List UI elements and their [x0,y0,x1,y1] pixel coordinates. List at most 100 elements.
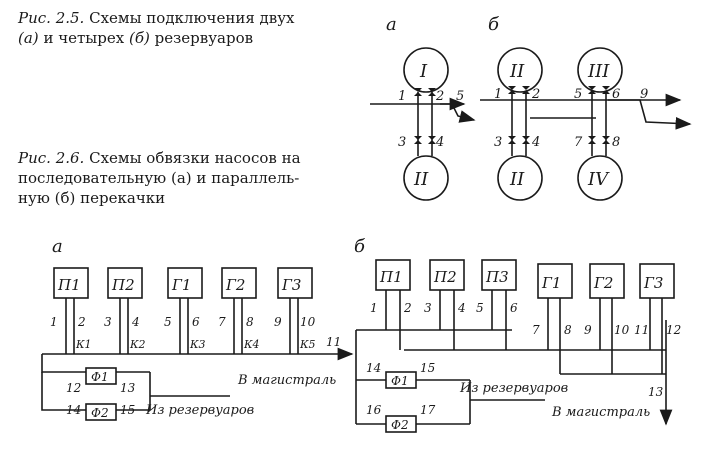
filter-label: Ф1 [391,374,409,388]
check-valve-label: К3 [189,338,206,351]
filter-box [385,415,417,433]
tank-circle [497,155,543,201]
pump-label: П3 [485,268,509,286]
filter-box [85,367,117,385]
valve-number: 16 [366,403,382,417]
pump-box [375,259,411,291]
tank-label: II [413,169,429,190]
valve-number: 5 [164,315,172,329]
fig25-b: б II III II IV 1 2 5 6 9 3 4 7 8 [480,14,692,201]
filter-label: Ф1 [91,370,109,384]
label-a: а [386,14,397,35]
check-valve-label: К1 [75,338,92,351]
caption-part: резервуаров [154,29,254,47]
valve-number: 14 [366,361,381,375]
valve-number: 6 [612,87,620,102]
pump-label: П1 [57,276,81,294]
valve-icon [508,86,610,144]
tank-label: II [509,169,525,190]
valve-number: 11 [326,335,341,349]
branch-line [608,99,692,130]
valve-number: 12 [66,381,81,395]
tank-circle [577,155,623,201]
valve-number: 1 [398,89,406,104]
valve-number: 12 [666,323,681,337]
caption-part: (а) [18,29,39,47]
tank-label: I [419,61,428,82]
pump-box [277,267,313,299]
filter-box [85,403,117,421]
valve-number: 4 [435,135,444,150]
valve-number: 2 [77,315,86,329]
valve-number: 1 [494,87,502,102]
valve-number: 4 [131,315,140,329]
fig26-a: а П1 П2 Г1 Г2 Г3 Ф1 Ф2 1 2 3 4 5 [41,236,354,421]
pump-label: Г2 [593,274,613,292]
valve-number: 3 [398,135,406,150]
valve-number: 1 [50,315,58,329]
valve-number: 5 [574,87,582,102]
caption-text: Схемы обвязки насосов на [89,149,301,167]
pump-box [429,259,465,291]
pump-box [221,267,257,299]
tank-label: IV [587,169,610,190]
tank-label: III [587,61,610,82]
caption-text: Схемы подключения двух [89,9,295,27]
valve-number: 5 [476,301,484,315]
valve-number: 2 [403,301,412,315]
pump-label: Г3 [643,274,663,292]
caption-text: последовательную (а) и параллель- [18,169,300,187]
pump-label: П2 [433,268,457,286]
from-tanks-label: Из резервуаров [459,381,568,396]
label-b: б [354,236,366,257]
valve-number: 4 [531,135,540,150]
filter-label: Ф2 [391,418,409,432]
valve-number: 6 [192,315,200,329]
pump-box [107,267,143,299]
pump-box [53,267,89,299]
pump-label: Г2 [225,276,245,294]
valve-number: 1 [370,301,378,315]
valve-number: 3 [424,301,432,315]
valve-number: 7 [218,315,226,329]
branch-line [440,103,476,123]
caption-label: Рис. 2.6. [18,149,85,167]
valve-number: 17 [420,403,436,417]
to-main-label: В магистраль [237,373,336,388]
tank-circle [497,47,543,93]
valve-number: 5 [456,89,464,104]
caption-label: Рис. 2.5. [18,9,85,27]
pump-label: Г3 [281,276,301,294]
valve-number: 4 [457,301,466,315]
tank-circle [403,155,449,201]
pump-label: Г1 [541,274,561,292]
valve-number: 9 [274,315,282,329]
valve-number: 2 [531,87,540,102]
valve-number: 8 [246,315,254,329]
caption-text: ную (б) перекачки [18,189,166,207]
caption-part: и четырех [43,29,125,47]
valve-number: 7 [574,135,583,150]
pump-label: П1 [379,268,403,286]
pump-label: Г1 [171,276,191,294]
label-a: а [52,236,63,257]
fig25-a: а I II 1 2 5 3 4 [370,14,476,201]
valve-number: 9 [640,87,648,102]
valve-number: 15 [420,361,435,375]
pump-box [167,267,203,299]
tank-label: II [509,61,525,82]
pump-box [481,259,517,291]
pump-label: П2 [111,276,135,294]
filter-box [385,371,417,389]
valve-number: 10 [614,323,630,337]
pump-box [537,263,573,299]
check-valve-label: К4 [243,338,260,351]
label-b: б [488,14,500,35]
valve-number: 8 [612,135,620,150]
valve-number: 6 [510,301,518,315]
valve-number: 2 [435,89,444,104]
valve-number: 9 [584,323,592,337]
valve-number: 3 [494,135,502,150]
fig26-b: б П1 П2 П3 Г1 Г2 Г3 Ф1 Ф2 [354,236,681,433]
valve-number: 13 [648,385,664,399]
